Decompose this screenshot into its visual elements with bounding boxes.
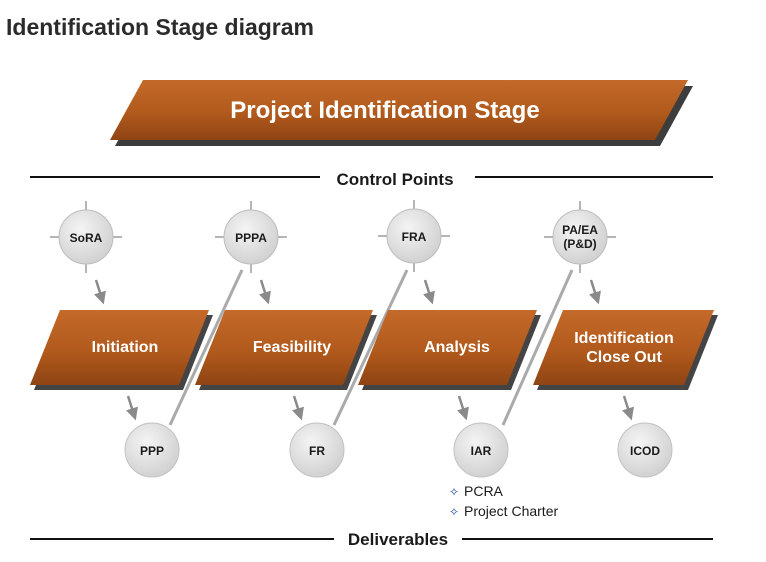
deliverable-ppp: PPP: [124, 422, 180, 478]
connector-ppp-pppa: [168, 269, 244, 426]
connector-fr-fra: [332, 269, 409, 426]
control-point-label: PPPA: [235, 231, 267, 245]
control-point-pppa: PPPA: [215, 201, 287, 273]
deliverable-circle: [124, 422, 180, 478]
banner-title: Project Identification Stage: [230, 97, 539, 124]
page-title: Identification Stage diagram: [6, 14, 314, 40]
arrows-to-deliverables: [126, 395, 634, 421]
arrow-down-icon: [292, 395, 304, 421]
stage-banner: Project Identification Stage: [110, 80, 693, 146]
control-point-paea: PA/EA (P&D): [544, 201, 616, 273]
arrows-to-phases: [94, 279, 601, 305]
connector-lines: [168, 269, 574, 426]
control-points-heading: Control Points: [336, 170, 453, 189]
deliverable-fr: FR: [289, 422, 345, 478]
phase-label: Analysis: [424, 339, 490, 356]
phase-identification-close-out: Identification Close Out: [533, 310, 718, 390]
phase-analysis: Analysis: [358, 310, 541, 390]
deliverable-label: PPP: [140, 444, 164, 458]
deliverables-heading: Deliverables: [348, 530, 448, 549]
deliverable-iar: IAR: [453, 422, 509, 478]
deliverable-circle: [453, 422, 509, 478]
control-point-label: FRA: [402, 230, 427, 244]
phase-initiation: Initiation: [30, 310, 213, 390]
phase-shape: [30, 310, 209, 385]
phase-shape: [358, 310, 537, 385]
arrow-down-icon: [126, 395, 138, 421]
phase-label: Initiation: [92, 339, 159, 356]
phase-shape: [533, 310, 714, 385]
diamond-bullet-icon: ✧: [449, 485, 459, 499]
control-point-fra: FRA: [378, 200, 450, 272]
control-points-divider: Control Points: [30, 170, 713, 189]
iar-note-item: PCRA: [464, 483, 504, 499]
deliverable-circle: [289, 422, 345, 478]
control-point-sora: SoRA: [50, 201, 122, 273]
control-point-label: SoRA: [70, 231, 103, 245]
deliverable-label: ICOD: [630, 444, 660, 458]
connector-iar-paea: [501, 269, 574, 426]
iar-note-item: Project Charter: [464, 503, 558, 519]
deliverable-label: IAR: [471, 444, 492, 458]
banner-shape: [110, 80, 688, 140]
phase-feasibility: Feasibility: [195, 310, 377, 390]
arrow-down-icon: [259, 279, 271, 305]
control-point-circle: [386, 208, 442, 264]
phase-label: Feasibility: [253, 339, 331, 356]
phase-label: Identification: [574, 330, 674, 347]
arrow-down-icon: [622, 395, 634, 421]
iar-notes: ✧ PCRA ✧ Project Charter: [449, 483, 558, 519]
deliverable-label: FR: [309, 444, 325, 458]
deliverable-circle: [617, 422, 673, 478]
diamond-bullet-icon: ✧: [449, 505, 459, 519]
phase-label-line2: Close Out: [586, 349, 662, 366]
arrow-down-icon: [457, 395, 469, 421]
arrow-down-icon: [589, 279, 601, 305]
deliverables-divider: Deliverables: [30, 530, 713, 549]
arrow-down-icon: [94, 279, 106, 305]
arrow-down-icon: [423, 279, 435, 305]
deliverable-icod: ICOD: [617, 422, 673, 478]
control-point-circle: [223, 209, 279, 265]
control-point-label: PA/EA: [562, 223, 598, 237]
phase-shape: [195, 310, 373, 385]
control-point-circle: [58, 209, 114, 265]
control-point-circle: [552, 209, 608, 265]
control-point-label-line2: (P&D): [563, 237, 596, 251]
